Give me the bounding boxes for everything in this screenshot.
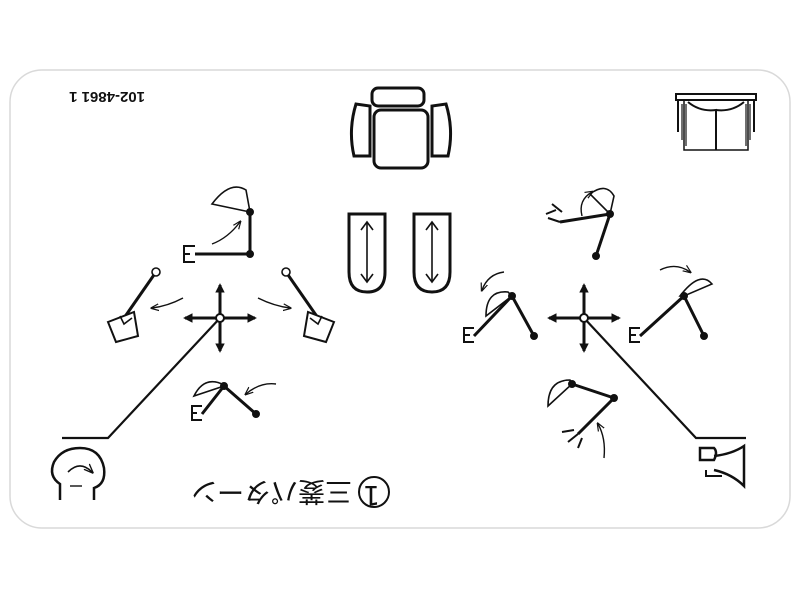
arm-out-icon: [183, 186, 254, 263]
pattern-label-text: 三菱パターン: [191, 475, 352, 506]
boom-up-icon: [545, 187, 615, 260]
arm-in-icon: [191, 380, 277, 421]
horn-icon: [698, 443, 746, 490]
left-lever-leader-line: [62, 317, 221, 440]
read-manual-head-icon: [50, 446, 106, 500]
operator-manual-book-icon: [675, 93, 757, 151]
travel-lever-left-icon: [347, 212, 387, 294]
number-badge-text: 1: [363, 479, 380, 510]
swing-left-icon: [106, 267, 184, 344]
left-control-lever-cross-icon: [183, 283, 257, 353]
number-badge: [358, 476, 390, 508]
swing-right-icon: [257, 267, 336, 344]
boom-down-icon: [547, 379, 618, 459]
decal-border: [9, 69, 791, 529]
part-number: 102-4861 1: [69, 88, 145, 105]
operator-seat-icon: [349, 86, 453, 170]
manufacturer-pattern-label: 1 三菱パターン: [191, 475, 390, 510]
right-lever-leader-line: [583, 317, 746, 440]
travel-lever-right-icon: [412, 212, 452, 294]
right-control-lever-cross-icon: [547, 283, 621, 353]
bucket-curl-icon: [629, 266, 714, 343]
bucket-dump-icon: [463, 271, 538, 343]
